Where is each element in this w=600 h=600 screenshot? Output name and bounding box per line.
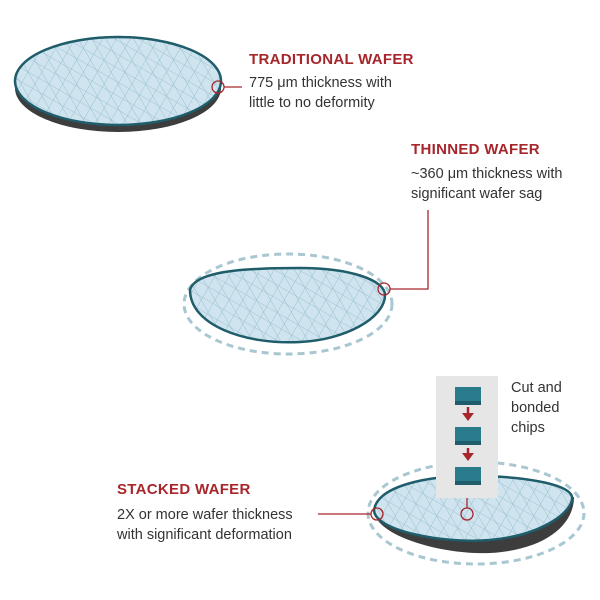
traditional-desc-line-1: 775 μm thickness with [249, 75, 392, 91]
thinned-wafer [182, 252, 394, 356]
chip-2 [455, 427, 481, 443]
chips-callout-marker [460, 507, 474, 521]
stacked-wafer [366, 460, 586, 566]
chip-1 [455, 387, 481, 403]
thinned-callout-line [390, 210, 429, 290]
thinned-wafer-dashed-outline [182, 252, 394, 356]
thinned-desc-line-2: significant wafer sag [411, 186, 543, 202]
chips-label-line-3: chips [511, 420, 545, 436]
stacked-desc-line-1: 2X or more wafer thickness [117, 507, 293, 523]
stacked-wafer-side [374, 497, 574, 554]
stacked-wafer-title: STACKED WAFER [117, 481, 251, 498]
traditional-desc-line-2: little to no deformity [249, 95, 375, 111]
chip-stack-panel [436, 376, 498, 498]
traditional-wafer-description: 775 μm thickness with little to no defor… [249, 73, 392, 113]
stacked-desc-line-2: with significant deformation [117, 527, 292, 543]
chips-label-line-2: bonded [511, 400, 560, 416]
chips-label: Cut and bonded chips [511, 378, 562, 438]
chip-3 [455, 467, 481, 483]
traditional-wafer-title: TRADITIONAL WAFER [249, 51, 414, 68]
thinned-wafer-title: THINNED WAFER [411, 141, 540, 158]
stacked-wafer-description: 2X or more wafer thickness with signific… [117, 505, 293, 545]
traditional-wafer [13, 35, 223, 132]
chips-label-line-1: Cut and [511, 380, 562, 396]
thinned-wafer-description: ~360 μm thickness with significant wafer… [411, 164, 562, 204]
thinned-desc-line-1: ~360 μm thickness with [411, 166, 563, 182]
